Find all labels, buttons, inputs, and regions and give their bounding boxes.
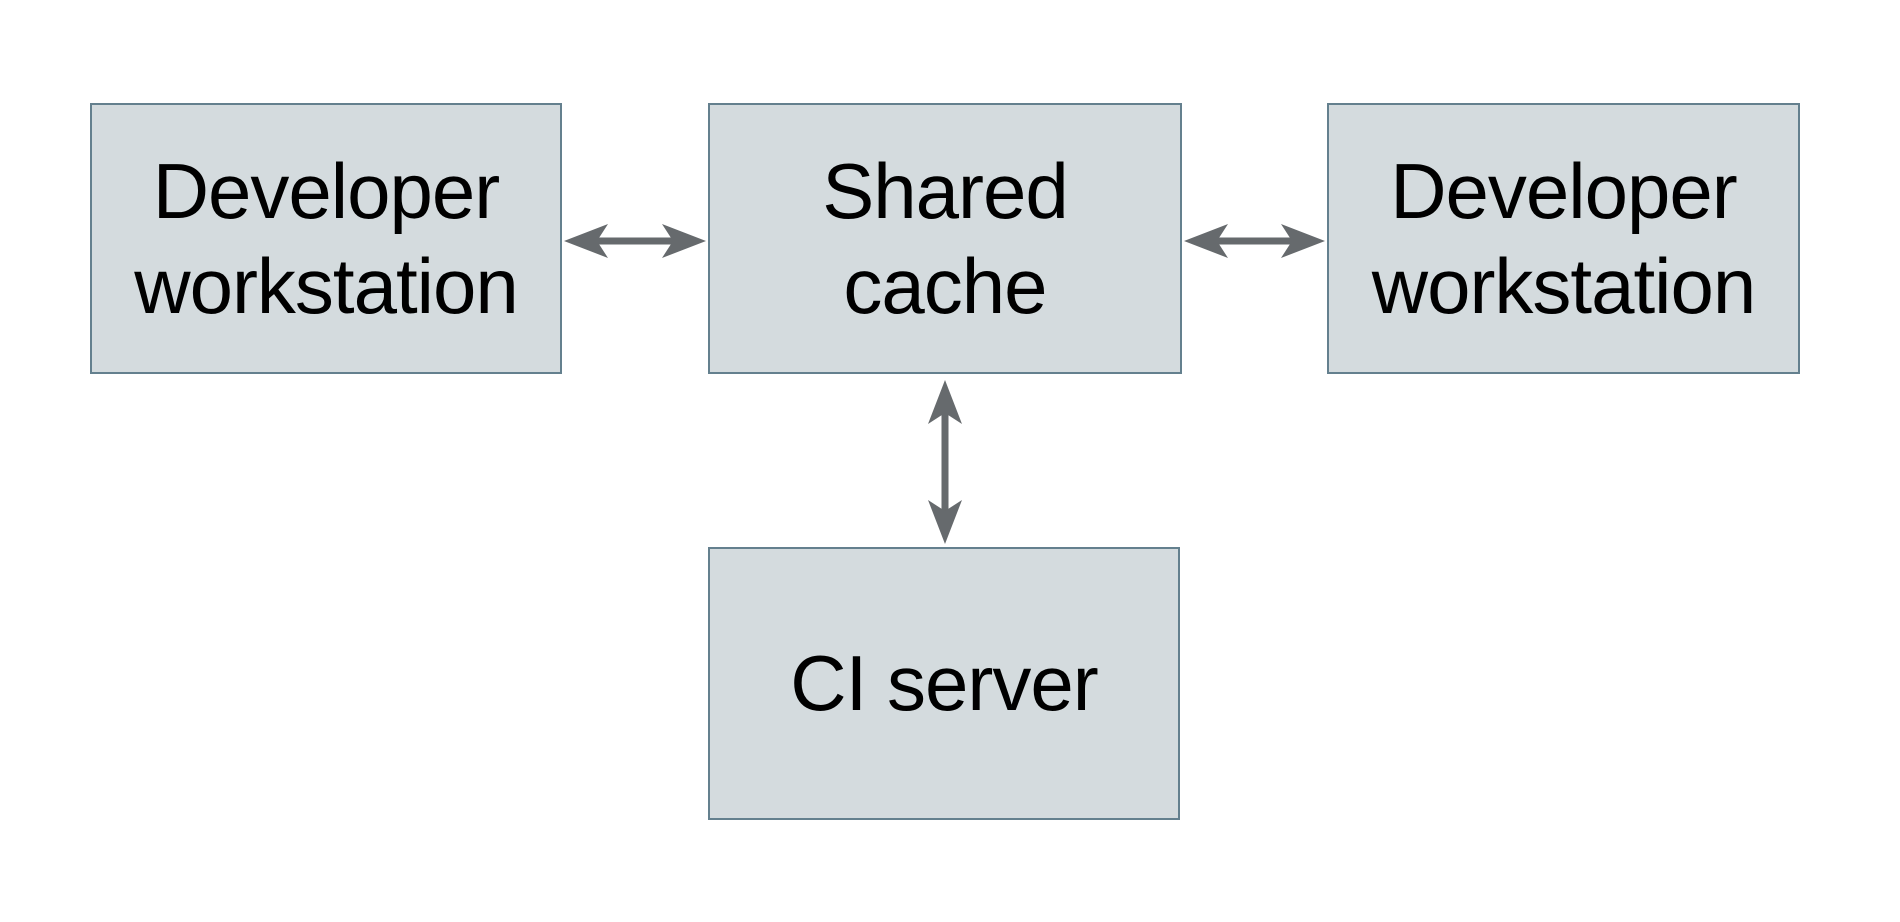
arrowhead-down-icon xyxy=(928,500,962,544)
arrowhead-left-icon xyxy=(1184,224,1228,258)
node-developer-workstation-left: Developer workstation xyxy=(90,103,562,374)
node-label: Developer workstation xyxy=(1371,147,1756,330)
arrowhead-up-icon xyxy=(928,380,962,424)
node-ci-server: CI server xyxy=(708,547,1180,820)
node-developer-workstation-right: Developer workstation xyxy=(1327,103,1800,374)
arrowhead-right-icon xyxy=(662,224,706,258)
double-arrow-cache-devright xyxy=(1184,224,1325,258)
double-arrow-devleft-cache xyxy=(564,224,706,258)
node-label: Shared cache xyxy=(822,147,1069,330)
double-arrow-cache-ciserver xyxy=(928,380,962,544)
arrowhead-left-icon xyxy=(564,224,608,258)
node-label: CI server xyxy=(790,639,1098,728)
node-label: Developer workstation xyxy=(134,147,518,330)
node-shared-cache: Shared cache xyxy=(708,103,1182,374)
arrowhead-right-icon xyxy=(1281,224,1325,258)
